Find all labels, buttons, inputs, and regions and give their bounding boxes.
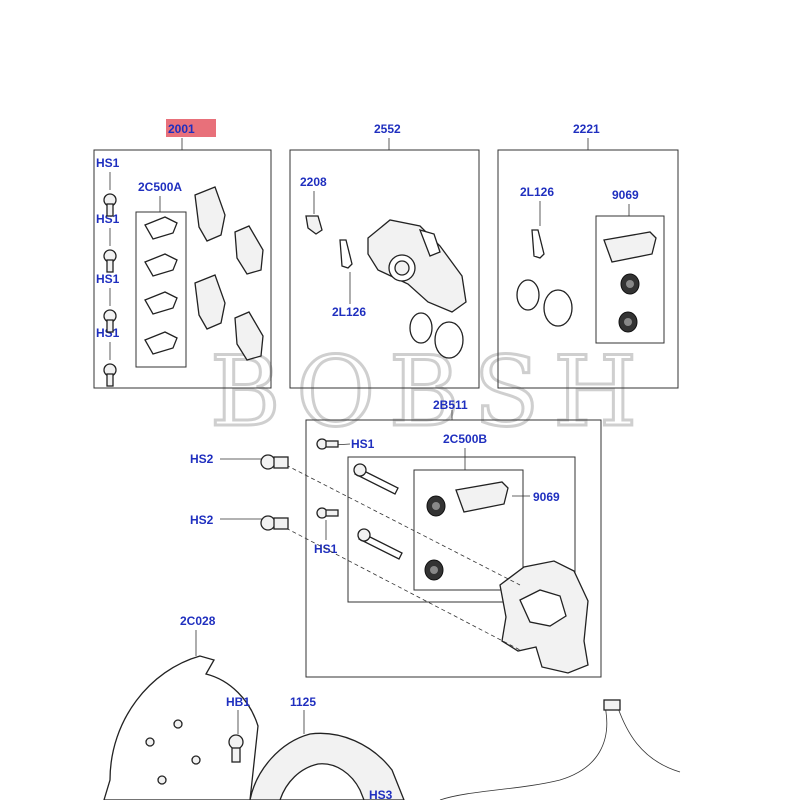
part-number-2552[interactable]: 2552: [374, 122, 401, 136]
carrier-box: [305, 419, 602, 678]
brake-caliper: [367, 219, 467, 313]
bolt-label-HB1[interactable]: HB1: [226, 695, 250, 709]
guide-pin-box: [347, 456, 576, 603]
grease-sachet: [603, 231, 657, 263]
bolt-label-4[interactable]: HS1: [96, 326, 120, 340]
carrier-small-bolts: [316, 438, 339, 519]
watermark: BOBSH: [210, 336, 651, 448]
guide-boots: [618, 273, 640, 333]
guide-pins: [353, 463, 403, 560]
clip-label-2L126[interactable]: 2L126: [332, 305, 366, 319]
splash-shield: [103, 655, 259, 800]
caliper-carrier-bracket: [499, 560, 589, 674]
part-number-2B511[interactable]: 2B511: [433, 398, 468, 412]
caliper-group: 2552 2208 2L126: [289, 122, 480, 389]
carrier-boots: [424, 495, 446, 581]
carrier-group: 2B511 HS1 HS1 2C500B 9069: [279, 398, 602, 678]
brake-pads: [194, 186, 264, 361]
brake-wear-sensor-wire: [439, 700, 681, 800]
clip-kit-box: [135, 211, 187, 368]
pad-clips: [144, 216, 178, 355]
clip-label-2L126-b[interactable]: 2L126: [520, 185, 554, 199]
pad-kit-group: 2001 HS1 HS1 HS1 HS1 2C500A: [93, 119, 272, 389]
caliper-box: [289, 149, 480, 389]
bolt-label-carrier-top[interactable]: HS1: [351, 437, 375, 451]
bleeder-screw: [305, 215, 323, 235]
subkit-label-2C500B[interactable]: 2C500B: [443, 432, 487, 446]
grease-kit-box: [595, 215, 665, 344]
disc-hub: [279, 763, 365, 800]
hs2-bolts: HS2 HS2: [190, 452, 289, 531]
seal-kit-group: 2221 2L126 9069: [497, 122, 679, 389]
brake-disc-group: 1125: [249, 695, 405, 800]
caliper-clip: [339, 239, 353, 269]
bolt-label-3[interactable]: HS1: [96, 272, 120, 286]
bolt-label-1[interactable]: HS1: [96, 156, 120, 170]
splash-shield-group: 2C028 HB1: [103, 614, 259, 800]
subkit-label-2C500A[interactable]: 2C500A: [138, 180, 182, 194]
kit-label-9069-b[interactable]: 9069: [533, 490, 560, 504]
bolt-label-hs2-b[interactable]: HS2: [190, 513, 214, 527]
wear-sensor-clip: [603, 699, 621, 711]
part-number-2C028[interactable]: 2C028: [180, 614, 216, 628]
pad-bolts: [103, 172, 117, 387]
part-number-1125[interactable]: 1125: [290, 695, 316, 709]
bolt-label-2[interactable]: HS1: [96, 212, 120, 226]
pad-kit-box: [93, 149, 272, 389]
bolt-label-HS3[interactable]: HS3: [369, 788, 393, 800]
caliper-seals: [409, 312, 464, 359]
shield-bolt: [228, 734, 244, 763]
kit-label-9069[interactable]: 9069: [612, 188, 639, 202]
part-number-2001[interactable]: 2001: [168, 122, 195, 136]
bolt-label-hs2-a[interactable]: HS2: [190, 452, 214, 466]
assembly-guide-lines: [279, 461, 521, 651]
wear-sensor-group: HS3: [369, 699, 681, 800]
carrier-grease-box: [413, 469, 524, 591]
piston-seals: [516, 279, 573, 327]
bleeder-label-2208[interactable]: 2208: [300, 175, 327, 189]
carrier-grease-sachet: [455, 481, 509, 513]
seal-kit-clip: [531, 229, 545, 259]
shield-holes: [145, 719, 201, 785]
part-number-highlight: [166, 119, 216, 137]
part-number-2221[interactable]: 2221: [573, 122, 600, 136]
